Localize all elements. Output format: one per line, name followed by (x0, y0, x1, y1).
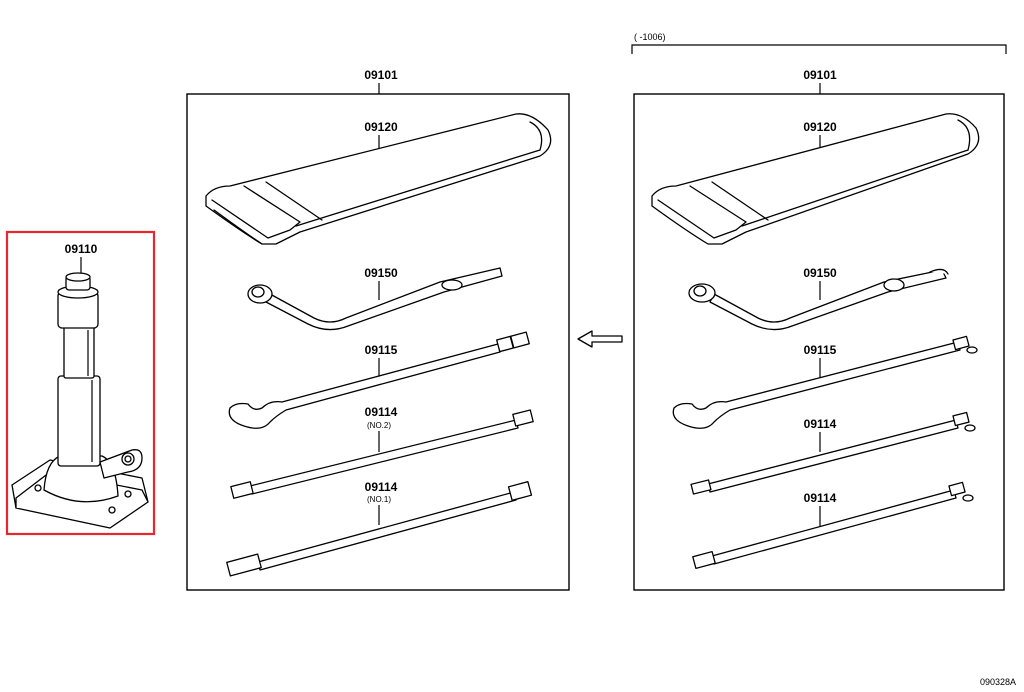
rod1-sub-label: (NO.1) (367, 495, 391, 504)
jack-icon (11, 272, 149, 529)
jack-highlight-box (5, 230, 156, 536)
extension-rod-2-old-icon (690, 411, 976, 495)
jack-group[interactable]: 09110 (5, 230, 156, 536)
kit-old-frame (633, 93, 1005, 591)
figure-code: 090328A (980, 677, 1016, 687)
tool-kit-previous: ( -1006) 09101 09120 09150 09115 (631, 32, 1007, 591)
tool-bag-old-icon (651, 113, 980, 245)
jack-handle-old-icon (672, 335, 978, 429)
wrench-part-number[interactable]: 09150 (364, 266, 398, 280)
applicability-range: ( -1006) (634, 32, 666, 42)
jack-handle-icon (228, 331, 530, 429)
rod2-old-part-number[interactable]: 09114 (804, 417, 837, 431)
range-bracket (631, 44, 1007, 54)
lug-wrench-icon (247, 267, 503, 331)
rod2-sub-label: (NO.2) (367, 421, 391, 430)
handle-old-part-number[interactable]: 09115 (804, 343, 837, 357)
extension-rod-2-icon (230, 409, 534, 499)
tool-bag-icon (205, 113, 552, 245)
bag-part-number[interactable]: 09120 (364, 120, 398, 134)
rod1-old-part-number[interactable]: 09114 (804, 491, 837, 505)
lug-wrench-old-icon (688, 268, 949, 331)
rod1-part-number[interactable]: 09114 (365, 480, 398, 494)
extension-rod-1-icon (226, 481, 533, 577)
rod2-part-number[interactable]: 09114 (365, 405, 398, 419)
kit-frame (186, 93, 570, 591)
arrow-left-icon (577, 330, 623, 348)
kit-old-part-number[interactable]: 09101 (803, 68, 837, 82)
bag-old-part-number[interactable]: 09120 (803, 120, 837, 134)
tool-kit-current: 09101 09120 09150 09115 (186, 68, 570, 591)
wrench-old-part-number[interactable]: 09150 (803, 266, 837, 280)
extension-rod-1-old-icon (692, 481, 974, 570)
handle-part-number[interactable]: 09115 (365, 343, 398, 357)
kit-part-number[interactable]: 09101 (364, 68, 398, 82)
jack-part-number[interactable]: 09110 (65, 242, 98, 256)
